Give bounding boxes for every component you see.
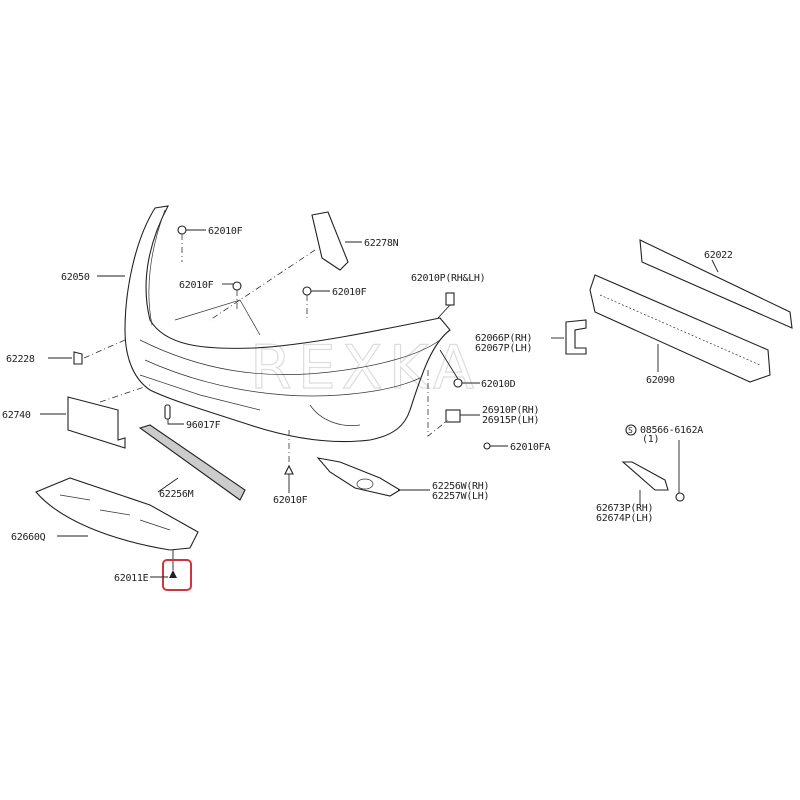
assembly-line bbox=[99, 384, 151, 403]
callout-62660Q: 62660Q bbox=[11, 532, 46, 543]
standard-part-mark: S bbox=[628, 426, 633, 435]
callout-labels: 62010F 62278N 62050 62010F 62010F 62010P… bbox=[2, 226, 733, 584]
callout-62278N: 62278N bbox=[364, 238, 399, 249]
callout-96017F: 96017F bbox=[186, 420, 221, 431]
callout-26915P: 26915P(LH) bbox=[482, 415, 539, 426]
bumper-fascia-62050 bbox=[124, 205, 451, 443]
callout-26910P: 26910P(RH) bbox=[482, 405, 539, 416]
callout-62066P: 62066P(RH) bbox=[475, 333, 532, 344]
highlight-62011E bbox=[162, 550, 192, 591]
part-96017F bbox=[164, 404, 171, 420]
callout-62011E: 62011E bbox=[114, 573, 149, 584]
part-62066P bbox=[565, 319, 587, 355]
assembly-line bbox=[427, 370, 449, 437]
grille-62256M bbox=[138, 424, 246, 501]
undercover-62660Q bbox=[35, 477, 199, 551]
callout-62010P: 62010P(RH&LH) bbox=[411, 273, 485, 284]
fog-cover-62256W bbox=[316, 457, 402, 497]
bracket-62673P bbox=[621, 461, 669, 491]
standard-part-icon bbox=[625, 424, 637, 436]
assembly-line bbox=[83, 339, 126, 359]
callout-62674P: 62674P(LH) bbox=[596, 513, 653, 524]
bolt-08566 bbox=[675, 492, 685, 502]
absorber-62090 bbox=[589, 274, 771, 383]
part-62010P bbox=[445, 292, 455, 306]
reinforcement-62022 bbox=[639, 239, 793, 329]
callout-08566-6162A: 08566-6162A bbox=[640, 425, 703, 436]
part-26910P bbox=[445, 409, 461, 423]
bracket-62278N bbox=[311, 211, 349, 271]
callout-62010FA: 62010FA bbox=[510, 442, 550, 453]
callout-62010D: 62010D bbox=[481, 379, 516, 390]
callout-62673P: 62673P(RH) bbox=[596, 503, 653, 514]
callout-62740: 62740 bbox=[2, 410, 31, 421]
callout-62067P: 62067P(LH) bbox=[475, 343, 532, 354]
callout-62256M: 62256M bbox=[159, 489, 194, 500]
callout-62228: 62228 bbox=[6, 354, 35, 365]
part-62010FA bbox=[483, 442, 491, 450]
callout-62050: 62050 bbox=[61, 272, 90, 283]
callout-62256W: 62256W(RH) bbox=[432, 481, 489, 492]
callout-62010F: 62010F bbox=[332, 287, 367, 298]
callout-62090: 62090 bbox=[646, 375, 675, 386]
leader-lines bbox=[40, 229, 719, 578]
callout-quantity: (1) bbox=[642, 434, 659, 445]
assembly-line bbox=[209, 249, 316, 321]
callout-62010F: 62010F bbox=[179, 280, 214, 291]
callout-62022: 62022 bbox=[704, 250, 733, 261]
callout-62257W: 62257W(LH) bbox=[432, 491, 489, 502]
clip-62010F bbox=[177, 225, 312, 475]
callout-62010F: 62010F bbox=[208, 226, 243, 237]
license-bracket-62740 bbox=[67, 396, 126, 449]
part-62228 bbox=[73, 351, 83, 365]
callout-62010F: 62010F bbox=[273, 495, 308, 506]
